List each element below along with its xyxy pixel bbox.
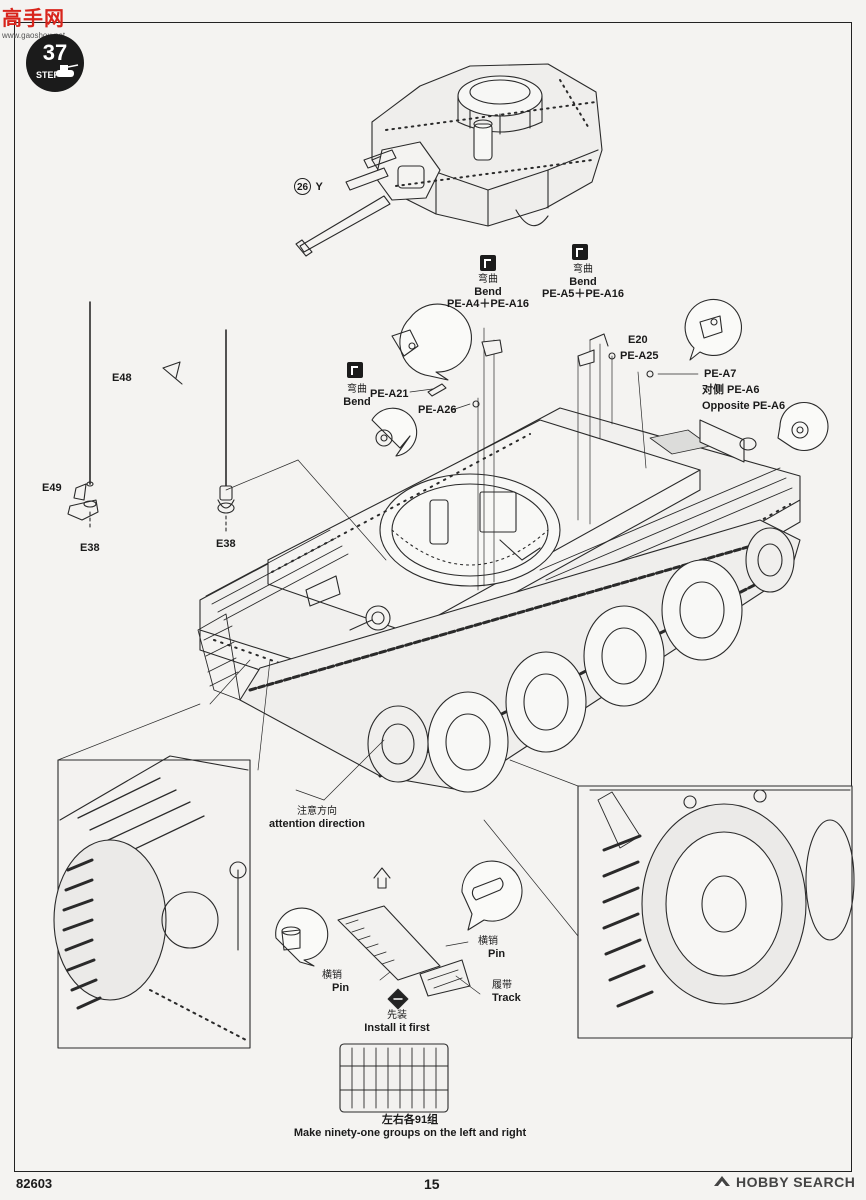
install-first-icon xyxy=(387,988,409,1010)
track-callout: 履带 Track xyxy=(492,980,521,1004)
groups-callout: 左右各91组 Make ninety-one groups on the lef… xyxy=(240,1114,580,1139)
pe-a25-label: PE-A25 xyxy=(620,350,659,362)
pin-left-callout: 横销 Pin xyxy=(322,970,349,994)
bend-cn-1: 弯曲 xyxy=(478,274,498,285)
bend-cn-2: 弯曲 xyxy=(573,264,593,275)
bend-icon xyxy=(572,244,588,260)
pe-a5-a16-label: PE-A5＋PE-A16 xyxy=(542,288,624,301)
pin-cn-left: 横销 xyxy=(322,970,342,981)
e38-right-label: E38 xyxy=(216,538,236,550)
groups-cn: 左右各91组 xyxy=(381,1114,439,1126)
circled-ref-26: 26 xyxy=(294,178,311,195)
track-en: Track xyxy=(492,991,521,1004)
leader-lines xyxy=(57,327,699,937)
bend-icon xyxy=(347,362,363,378)
pe-a7-label: PE-A7 xyxy=(704,368,737,380)
e38-left-label: E38 xyxy=(80,542,100,554)
bend-icon xyxy=(480,255,496,271)
track-run-icon xyxy=(339,1043,449,1113)
pin-en-left: Pin xyxy=(332,981,350,994)
hobby-search-logo-icon xyxy=(712,1174,732,1188)
pin-right-callout: 横销 Pin xyxy=(478,936,505,960)
bubble-callouts xyxy=(275,298,829,967)
callout-pe-a5: 弯曲 Bend PE-A5＋PE-A16 xyxy=(540,264,626,301)
turret-drawing xyxy=(295,63,603,257)
track-cn: 履带 xyxy=(492,980,512,991)
arrow-icon xyxy=(162,361,183,385)
pe-parts xyxy=(427,333,654,408)
tank-glyph-icon xyxy=(56,64,79,77)
bend-cn-3: 弯曲 xyxy=(347,384,367,395)
callout-26-y: 26 Y xyxy=(294,177,323,195)
step-number: 37 xyxy=(42,40,68,65)
opposite-cn-label: 对侧 PE-A6 xyxy=(702,384,760,396)
antenna-right-drawing xyxy=(217,329,235,535)
bubble-contents xyxy=(281,315,809,951)
bend-en-2: Bend xyxy=(569,275,597,288)
callout-bend-3: 弯曲 Bend xyxy=(334,384,380,408)
install-en: Install it first xyxy=(364,1021,430,1034)
install-cn: 先装 xyxy=(387,1010,407,1021)
watermark-url: www.gaoshou.net xyxy=(2,31,66,40)
running-gear-drawing xyxy=(197,519,801,793)
page-number: 15 xyxy=(424,1176,440,1192)
page-frame xyxy=(14,22,852,1172)
antenna-left-drawing xyxy=(67,301,99,531)
e20-label: E20 xyxy=(628,334,648,346)
e49-label: E49 xyxy=(42,482,62,494)
watermark-logo: 高手网 xyxy=(2,8,65,30)
pe-a4-a16-label: PE-A4＋PE-A16 xyxy=(447,298,529,311)
pe-a26-label: PE-A26 xyxy=(418,404,457,416)
e48-label: E48 xyxy=(112,372,132,384)
right-detail-box xyxy=(577,785,855,1039)
step-word: STEP xyxy=(36,70,60,80)
part-y-label: Y xyxy=(315,181,323,193)
pin-cn-right: 横销 xyxy=(478,936,498,947)
step-badge: 37 STEP xyxy=(26,34,84,92)
opposite-en-label: Opposite PE-A6 xyxy=(702,400,786,412)
up-arrow-icon xyxy=(373,867,391,889)
track-link-assembly xyxy=(337,905,481,997)
callout-pe-a4: 弯曲 Bend PE-A4＋PE-A16 xyxy=(446,274,530,311)
bend-en-3: Bend xyxy=(343,395,371,408)
pe-a21-label: PE-A21 xyxy=(370,388,409,400)
attention-en: attention direction xyxy=(269,817,365,830)
install-first-callout: 先装 Install it first xyxy=(352,1010,442,1034)
attention-callout: 注意方向 attention direction xyxy=(262,806,372,830)
pin-en-right: Pin xyxy=(488,947,506,960)
attention-cn: 注意方向 xyxy=(297,806,337,817)
brand-label: HOBBY SEARCH xyxy=(736,1174,856,1190)
product-code: 82603 xyxy=(16,1176,53,1191)
watermark: 高手网 www.gaoshou.net xyxy=(2,2,65,40)
groups-en: Make ninety-one groups on the left and r… xyxy=(293,1126,527,1139)
left-detail-box xyxy=(53,755,251,1049)
bend-en-1: Bend xyxy=(474,285,502,298)
